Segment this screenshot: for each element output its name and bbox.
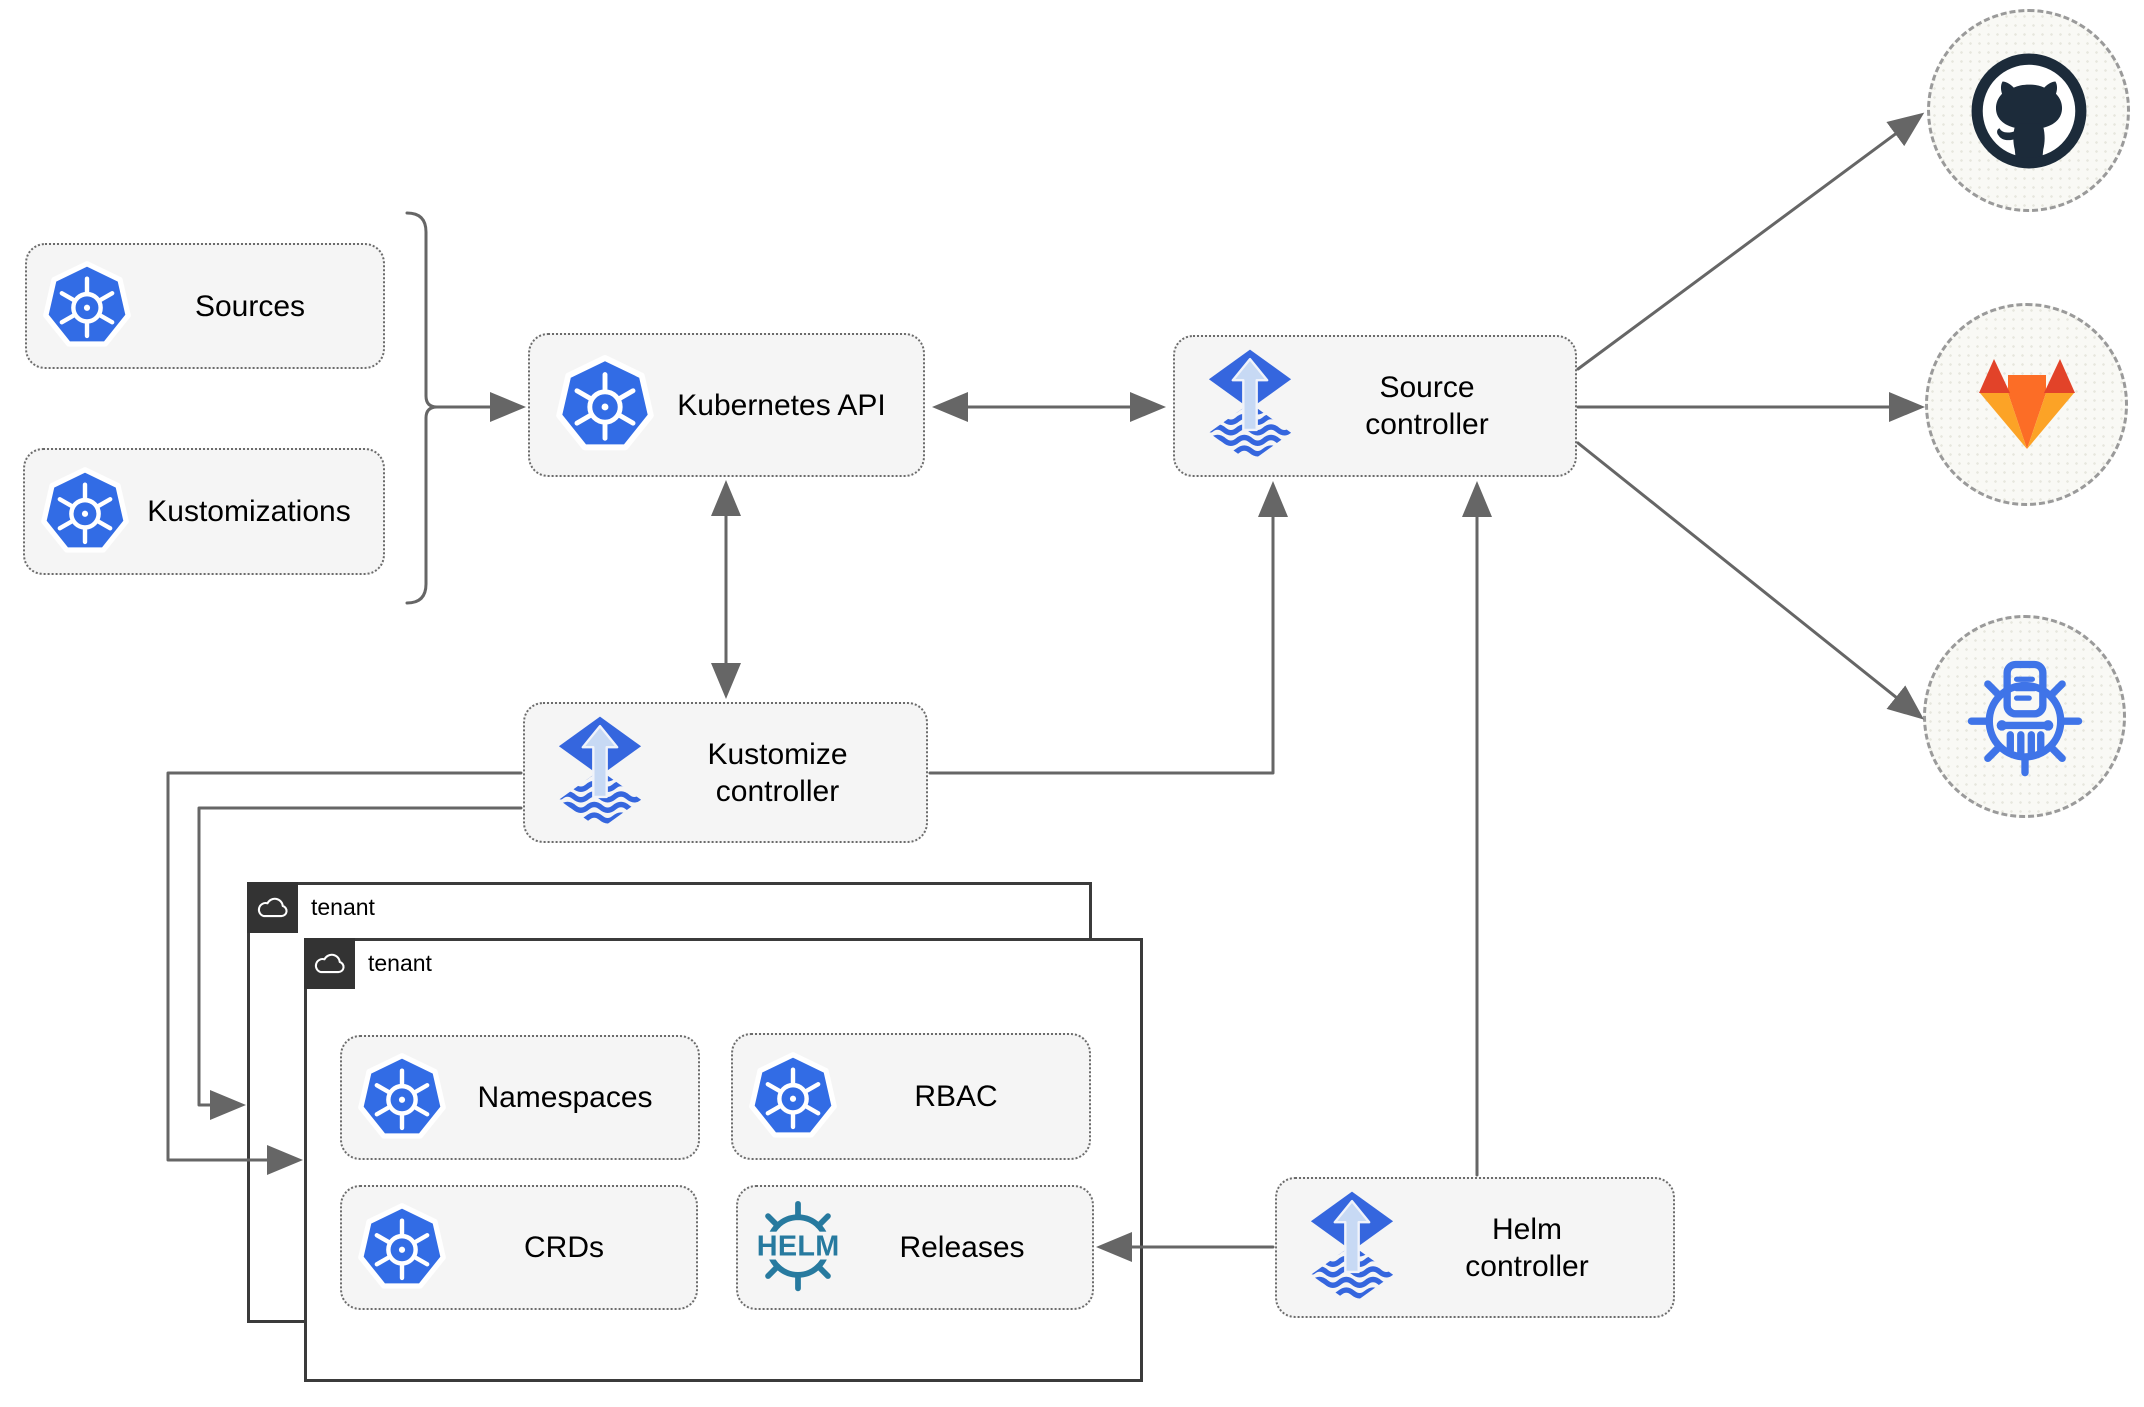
tenant-label: tenant: [311, 894, 375, 920]
node-kubernetes-api: Kubernetes API: [528, 333, 925, 477]
node-label: Releases: [899, 1231, 1025, 1264]
node-rbac: RBAC: [731, 1033, 1091, 1160]
node-label: CRDs: [524, 1231, 604, 1264]
node-label: Helm controller: [1465, 1212, 1589, 1283]
node-label: Kustomizations: [147, 495, 351, 528]
tenant-label: tenant: [368, 950, 432, 976]
node-releases: HELM Releases: [736, 1185, 1094, 1310]
node-helm-controller: Helm controller: [1275, 1177, 1675, 1318]
tenant-tab: [304, 938, 355, 989]
node-kustomizations: Kustomizations: [23, 448, 385, 575]
wire-source-to-github: [1576, 112, 1925, 371]
node-label: Kustomize controller: [707, 737, 848, 808]
endpoint-gitlab: [1925, 303, 2128, 506]
kubernetes-icon: [358, 1052, 446, 1144]
kubernetes-icon: [41, 466, 129, 558]
node-kustomize-controller: Kustomize controller: [523, 702, 928, 843]
tenant-back-header: tenant: [247, 882, 375, 933]
tenant-front-header: tenant: [304, 938, 432, 989]
node-label: RBAC: [914, 1080, 998, 1113]
github-icon: [1971, 53, 2086, 168]
wire-bracket: [405, 211, 439, 605]
cloud-icon: [313, 951, 347, 977]
wire-source-to-chartmuseum: [1576, 441, 1925, 720]
endpoint-github: [1927, 9, 2130, 212]
tenant-group-front: tenant: [304, 938, 1143, 1382]
wire-kustomize-to-source-controller: [928, 481, 1288, 775]
kubernetes-icon: [358, 1202, 446, 1294]
gitlab-icon: [1978, 358, 2075, 449]
node-label: Namespaces: [477, 1081, 653, 1114]
flux-icon: [1207, 347, 1293, 465]
node-label: Source controller: [1365, 371, 1489, 441]
helm-logo-text: HELM: [757, 1230, 840, 1262]
helm-wheel-icon: HELM: [750, 1200, 846, 1291]
flux-icon: [1309, 1189, 1395, 1307]
node-label: Sources: [194, 289, 306, 323]
node-label: Kubernetes API: [677, 388, 886, 422]
node-source-controller: Source controller: [1173, 335, 1577, 477]
cloud-icon: [256, 895, 290, 921]
tenant-tab: [247, 882, 298, 933]
endpoint-chartmuseum: [1923, 615, 2126, 818]
kubernetes-icon: [43, 260, 131, 352]
node-sources: Sources: [25, 243, 385, 369]
node-namespaces: Namespaces: [340, 1035, 700, 1160]
kubernetes-icon: [556, 354, 654, 456]
chartmuseum-helm-repository-icon: [1967, 660, 2082, 776]
flux-icon: [557, 714, 643, 832]
kubernetes-icon: [749, 1051, 837, 1143]
node-crds: CRDs: [340, 1185, 698, 1310]
